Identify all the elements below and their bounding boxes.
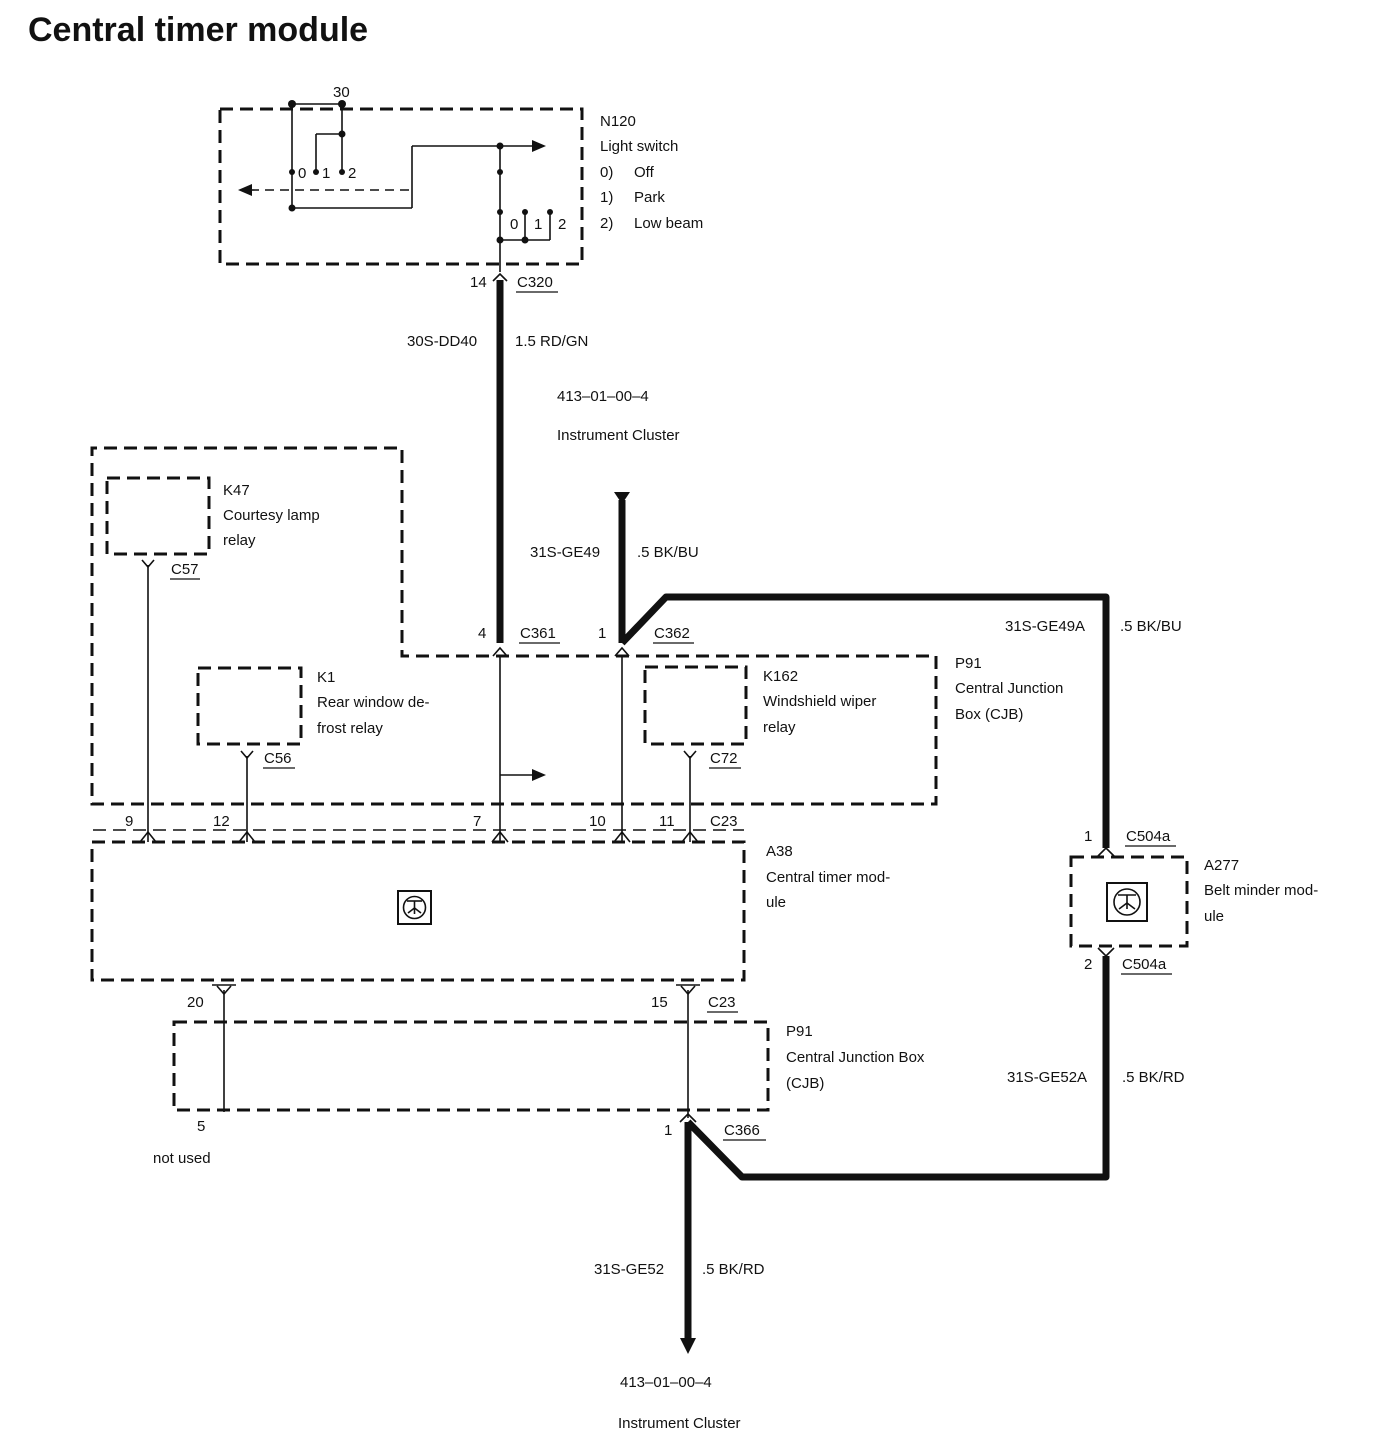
- connector-c57: C57: [171, 561, 199, 578]
- wire-31s-ge49-spec: .5 BK/BU: [637, 544, 699, 561]
- relay-k47: [105, 476, 211, 556]
- wire-31s-ge52a-spec: .5 BK/RD: [1122, 1069, 1185, 1086]
- connector-c23-top: C23: [710, 813, 738, 830]
- wire-31s-ge49a: [619, 593, 1110, 848]
- wire-31s-ge49a-spec: .5 BK/BU: [1120, 618, 1182, 635]
- pin-1-c366: 1: [664, 1122, 672, 1139]
- connector-c72: C72: [710, 750, 738, 767]
- state-1-code: 1): [600, 189, 613, 206]
- pin-10: 10: [589, 813, 606, 830]
- n120-label-block: N120 Light switch 0) Off 1) Park 2) Low …: [600, 113, 703, 232]
- wire-31s-ge49-circuit: 31S-GE49: [530, 544, 600, 561]
- wire-31s-ge52a-circuit: 31S-GE52A: [1007, 1069, 1087, 1086]
- p91-bottom-id: P91: [786, 1023, 813, 1040]
- p91-bottom-name-1: Central Junction Box: [786, 1049, 925, 1066]
- switch-a-pos-1: 1: [322, 165, 330, 182]
- connector-c366: C366: [724, 1122, 760, 1139]
- pin-5: 5: [197, 1118, 205, 1135]
- wire-31s-ge52-circuit: 31S-GE52: [594, 1261, 664, 1278]
- a277-name-1: Belt minder mod-: [1204, 882, 1318, 899]
- switch-b-pos-0: 0: [510, 216, 518, 233]
- k162-id: K162: [763, 668, 798, 685]
- wire-31s-ge52a: [685, 956, 1110, 1181]
- k162-name-2: relay: [763, 719, 796, 736]
- a277-name-2: ule: [1204, 908, 1224, 925]
- a277-id: A277: [1204, 857, 1239, 874]
- connector-c504a-bottom: C504a: [1122, 956, 1167, 973]
- pin-14: 14: [470, 274, 487, 291]
- a38-name-2: ule: [766, 894, 786, 911]
- wire-30s-dd40-circuit: 30S-DD40: [407, 333, 477, 350]
- ref-top-code: 413–01–00–4: [557, 388, 649, 405]
- a38-name-1: Central timer mod-: [766, 869, 890, 886]
- connector-c56: C56: [264, 750, 292, 767]
- k1-name-2: frost relay: [317, 720, 383, 737]
- central-timer-module-a38: [90, 840, 746, 982]
- n120-name: Light switch: [600, 138, 678, 155]
- pin-9: 9: [125, 813, 133, 830]
- switch-b-pos-2: 2: [558, 216, 566, 233]
- k47-name-2: relay: [223, 532, 256, 549]
- pin-4: 4: [478, 625, 486, 642]
- switch-b-pos-1: 1: [534, 216, 542, 233]
- state-2-code: 2): [600, 215, 613, 232]
- pin-7: 7: [473, 813, 481, 830]
- terminal-30-label: 30: [333, 84, 350, 101]
- pin-1-c362: 1: [598, 625, 606, 642]
- switch-a-pos-0: 0: [298, 165, 306, 182]
- connector-c320: C320: [517, 274, 553, 291]
- k162-name-1: Windshield wiper: [763, 693, 876, 710]
- pin-1-c504a: 1: [1084, 828, 1092, 845]
- p91-top-name-1: Central Junction: [955, 680, 1063, 697]
- pin-2-c504a: 2: [1084, 956, 1092, 973]
- k47-id: K47: [223, 482, 250, 499]
- p91-bottom-name-2: (CJB): [786, 1075, 824, 1092]
- electronic-module-icon: [397, 890, 432, 925]
- belt-minder-module-a277: [1069, 855, 1189, 948]
- central-junction-box-bottom: [172, 1020, 770, 1112]
- pin-11: 11: [659, 813, 675, 830]
- wire-31s-ge49a-circuit: 31S-GE49A: [1005, 618, 1085, 635]
- wire-31s-ge52-spec: .5 BK/RD: [702, 1261, 765, 1278]
- a38-id: A38: [766, 843, 793, 860]
- not-used-label: not used: [153, 1150, 211, 1167]
- switch-a-pos-2: 2: [348, 165, 356, 182]
- state-0-label: Off: [634, 164, 655, 181]
- state-2-label: Low beam: [634, 215, 703, 232]
- ref-top-name: Instrument Cluster: [557, 427, 680, 444]
- output-arrow: [680, 1338, 696, 1354]
- connector-c504a-top: C504a: [1126, 828, 1171, 845]
- pin-15: 15: [651, 994, 668, 1011]
- pin-20: 20: [187, 994, 204, 1011]
- connector-c361: C361: [520, 625, 556, 642]
- ref-bottom-code: 413–01–00–4: [620, 1374, 712, 1391]
- p91-top-id: P91: [955, 655, 982, 672]
- k1-id: K1: [317, 669, 335, 686]
- p91-top-name-2: Box (CJB): [955, 706, 1023, 723]
- n120-id: N120: [600, 113, 636, 130]
- ref-bottom-name: Instrument Cluster: [618, 1415, 741, 1432]
- light-switch-n120: 30 0 1 2 0 1 2: [218, 84, 584, 272]
- connector-c362: C362: [654, 625, 690, 642]
- state-1-label: Park: [634, 189, 665, 206]
- central-junction-box-top: [90, 446, 938, 806]
- wire-30s-dd40-spec: 1.5 RD/GN: [515, 333, 588, 350]
- state-0-code: 0): [600, 164, 613, 181]
- relay-k1: [196, 666, 303, 746]
- k1-name-1: Rear window de-: [317, 694, 430, 711]
- k47-name-1: Courtesy lamp: [223, 507, 320, 524]
- electronic-module-icon: [1106, 882, 1148, 922]
- connector-c23-bottom: C23: [708, 994, 736, 1011]
- diagram-title: Central timer module: [28, 11, 368, 49]
- pin-12: 12: [213, 813, 230, 830]
- ground-arrow: [614, 492, 630, 504]
- relay-k162: [643, 665, 748, 746]
